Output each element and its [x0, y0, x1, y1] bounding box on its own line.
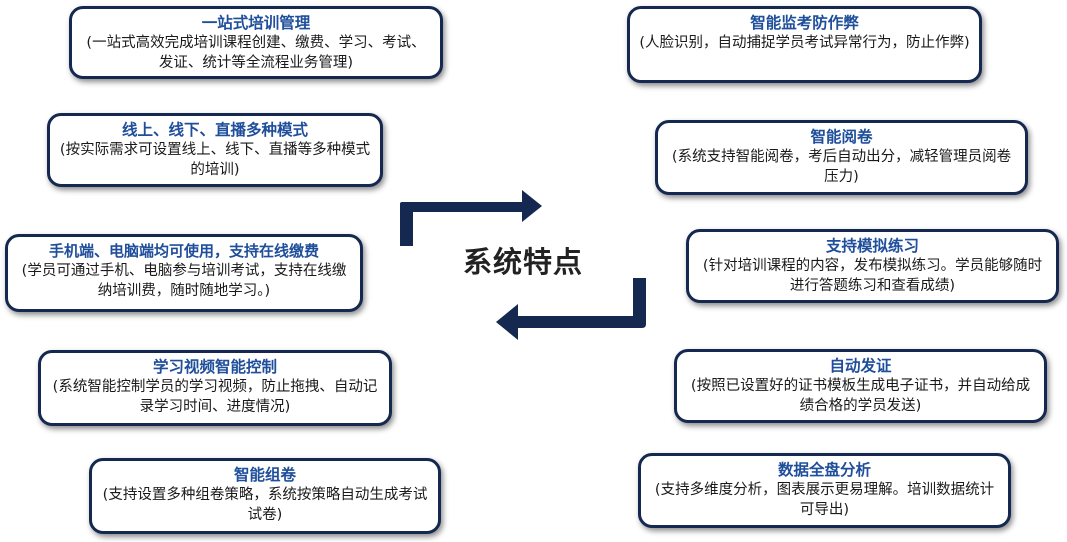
card-desc: (系统支持智能阅卷，考后自动出分，减轻管理员阅卷压力): [671, 149, 1012, 185]
card-title: 数据全盘分析: [777, 461, 871, 479]
top-arrow: [400, 190, 542, 246]
card-title: 手机端、电脑端均可使用，支持在线缴费: [48, 242, 319, 260]
feature-card-one-stop: 一站式培训管理 (一站式高效完成培训课程创建、缴费、学习、考试、发证、统计等全流…: [69, 6, 443, 79]
card-desc: (人脸识别，自动捕捉学员考试异常行为，防止作弊): [639, 35, 970, 51]
feature-card-modes: 线上、线下、直播多种模式 (按实际需求可设置线上、线下、直播等多种模式的培训): [47, 113, 383, 187]
feature-card-anti-cheat: 智能监考防作弊 (人脸识别，自动捕捉学员考试异常行为，防止作弊): [627, 6, 982, 83]
feature-card-mock-practice: 支持模拟练习 (针对培训课程的内容，发布模拟练习。学员能够随时进行答题练习和查看…: [686, 229, 1059, 303]
feature-card-multi-device: 手机端、电脑端均可使用，支持在线缴费 (学员可通过手机、电脑参与培训考试，支持在…: [5, 234, 363, 312]
feature-card-auto-certificate: 自动发证 (按照已设置好的证书模板生成电子证书，并自动给成绩合格的学员发送): [674, 349, 1047, 423]
card-title: 自动发证: [829, 357, 892, 375]
card-title: 线上、线下、直播多种模式: [121, 121, 308, 139]
card-title: 智能阅卷: [810, 128, 873, 146]
feature-card-data-analysis: 数据全盘分析 (支持多维度分析，图表展示更易理解。培训数据统计可导出): [638, 453, 1011, 528]
card-title: 智能组卷: [233, 466, 296, 484]
feature-card-paper-generation: 智能组卷 (支持设置多种组卷策略，系统按策略自动生成考试试卷): [89, 458, 441, 534]
card-title: 支持模拟练习: [825, 237, 919, 255]
center-title: 系统特点: [462, 245, 583, 279]
feature-card-auto-grading: 智能阅卷 (系统支持智能阅卷，考后自动出分，减轻管理员阅卷压力): [655, 120, 1028, 195]
card-desc: (支持设置多种组卷策略，系统按策略自动生成考试试卷): [102, 487, 428, 523]
card-desc: (按照已设置好的证书模板生成电子证书，并自动给成绩合格的学员发送): [690, 378, 1031, 414]
card-title: 学习视频智能控制: [152, 358, 277, 376]
card-desc: (按实际需求可设置线上、线下、直播等多种模式的培训): [59, 142, 371, 178]
card-desc: (一站式高效完成培训课程创建、缴费、学习、考试、发证、统计等全流程业务管理): [86, 35, 426, 71]
feature-card-video-control: 学习视频智能控制 (系统智能控制学员的学习视频，防止拖拽、自动记录学习时间、进度…: [38, 350, 392, 426]
card-desc: (针对培训课程的内容，发布模拟练习。学员能够随时进行答题练习和查看成绩): [702, 258, 1043, 294]
card-title: 一站式培训管理: [201, 14, 311, 32]
card-desc: (系统智能控制学员的学习视频，防止拖拽、自动记录学习时间、进度情况): [52, 379, 378, 415]
card-title: 智能监考防作弊: [750, 14, 859, 32]
bottom-arrow: [496, 278, 646, 340]
card-desc: (学员可通过手机、电脑参与培训考试，支持在线缴纳培训费，随时随地学习。): [21, 263, 347, 299]
card-desc: (支持多维度分析，图表展示更易理解。培训数据统计可导出): [654, 482, 995, 518]
